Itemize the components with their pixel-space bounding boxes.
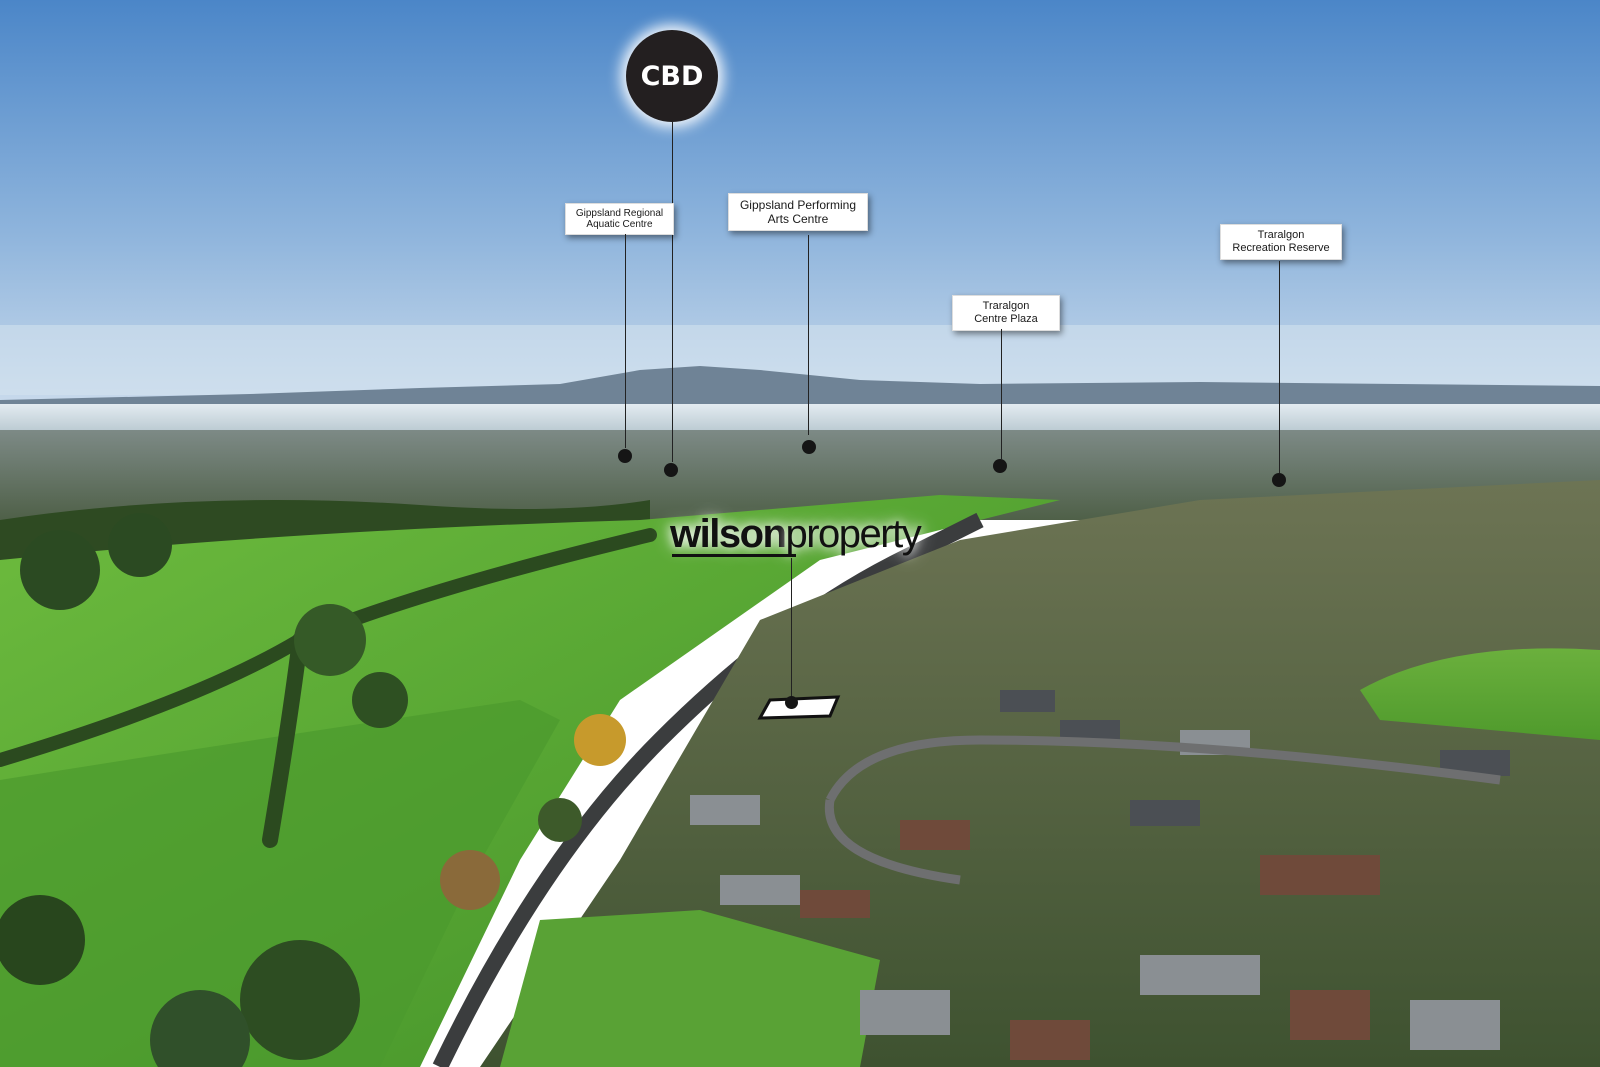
plaza-marker-dot — [993, 459, 1007, 473]
aquatic-marker-dot — [618, 449, 632, 463]
logo-word-property: property — [785, 512, 921, 556]
cbd-marker-dot — [664, 463, 678, 477]
wilson-property-logo: wilsonproperty — [670, 512, 922, 557]
aquatic-leader-line — [625, 234, 626, 448]
property-marker-dot — [785, 696, 798, 709]
recreation-leader-line — [1279, 261, 1280, 473]
cbd-leader-line — [672, 122, 673, 462]
cbd-badge: CBD — [626, 30, 718, 122]
logo-underline — [672, 554, 796, 557]
property-outline — [757, 695, 841, 720]
label-performing-arts-centre: Gippsland Performing Arts Centre — [728, 193, 868, 231]
recreation-marker-dot — [1272, 473, 1286, 487]
property-leader-line — [791, 558, 792, 698]
label-aquatic-centre: Gippsland Regional Aquatic Centre — [565, 203, 674, 235]
logo-word-wilson: wilson — [670, 512, 787, 556]
performing-arts-leader-line — [808, 235, 809, 435]
performing-arts-marker-dot — [802, 440, 816, 454]
label-recreation-reserve: Traralgon Recreation Reserve — [1220, 224, 1342, 260]
plaza-leader-line — [1001, 329, 1002, 459]
label-centre-plaza: Traralgon Centre Plaza — [952, 295, 1060, 331]
